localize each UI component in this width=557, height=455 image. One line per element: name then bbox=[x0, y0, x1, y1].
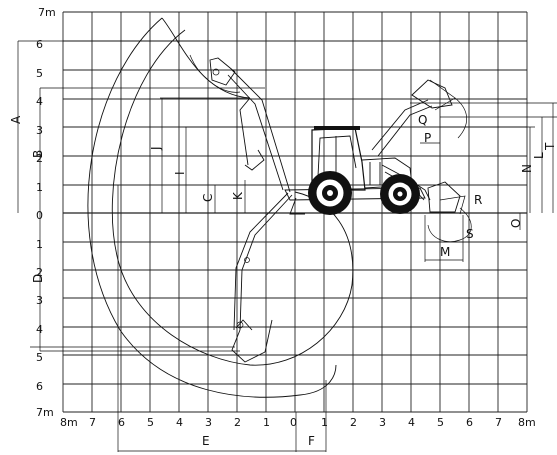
dimension-label-s: S bbox=[466, 227, 474, 241]
dimension-label-q: Q bbox=[418, 113, 427, 127]
y-axis-bottom-label: 7m bbox=[36, 406, 54, 419]
x-axis-labels: 8m 7 6 5 4 3 2 1 0 1 2 3 4 5 6 7 8m bbox=[60, 416, 536, 429]
x-tick-label: 3 bbox=[205, 416, 212, 429]
dimension-label-p: M bbox=[440, 245, 450, 259]
y-tick-label: 6 bbox=[36, 380, 43, 393]
dimension-label-j: J bbox=[149, 146, 163, 151]
y-axis-labels: 7m 6 5 4 3 2 1 0 1 2 3 4 5 6 7m bbox=[36, 6, 56, 419]
x-axis-left-label: 8m bbox=[60, 416, 78, 429]
dimension-label-m: N bbox=[520, 164, 534, 173]
y-tick-label: 1 bbox=[36, 238, 43, 251]
grid bbox=[62, 11, 528, 413]
x-axis-right-label: 8m bbox=[518, 416, 536, 429]
y-tick-label: 2 bbox=[36, 152, 43, 165]
dimension-label-n: O bbox=[509, 219, 523, 228]
dimension-label-e: E bbox=[202, 434, 210, 448]
x-tick-label: 5 bbox=[147, 416, 154, 429]
y-tick-label: 4 bbox=[36, 323, 43, 336]
x-tick-label: 1 bbox=[263, 416, 270, 429]
x-tick-label: 7 bbox=[89, 416, 96, 429]
loader-arm bbox=[371, 79, 472, 242]
dimension-lines: A B D J I C K E F N L T bbox=[9, 41, 557, 452]
dimension-label-f: F bbox=[308, 434, 315, 448]
x-tick-label: 7 bbox=[495, 416, 502, 429]
tractor bbox=[284, 126, 426, 215]
backhoe-arm-raised bbox=[209, 57, 291, 193]
dimension-label-k: K bbox=[231, 191, 245, 200]
y-tick-label: 2 bbox=[36, 266, 43, 279]
x-tick-label: 2 bbox=[350, 416, 357, 429]
y-tick-label: 3 bbox=[36, 124, 43, 137]
dimension-label-r: R bbox=[474, 193, 482, 207]
dimension-label-l: L bbox=[532, 152, 546, 159]
x-tick-label: 6 bbox=[118, 416, 125, 429]
y-tick-label: 3 bbox=[36, 294, 43, 307]
dimension-label-a: A bbox=[9, 115, 23, 124]
dimension-label-o: P bbox=[424, 131, 431, 145]
y-tick-label: 5 bbox=[36, 351, 43, 364]
dimension-label-d: D bbox=[31, 274, 45, 283]
y-tick-label: 4 bbox=[36, 95, 43, 108]
x-tick-label: 4 bbox=[176, 416, 183, 429]
x-tick-label: 3 bbox=[379, 416, 386, 429]
y-tick-label: 5 bbox=[36, 67, 43, 80]
rear-wheel bbox=[308, 171, 352, 215]
y-tick-label: 1 bbox=[36, 181, 43, 194]
y-axis-top-label: 7m bbox=[38, 6, 56, 19]
dimension-label-b: B bbox=[31, 150, 45, 158]
dimension-label-i: I bbox=[173, 171, 187, 175]
dimension-label-t: T bbox=[543, 142, 557, 151]
x-tick-label: 5 bbox=[437, 416, 444, 429]
x-tick-label: 4 bbox=[408, 416, 415, 429]
x-tick-label: 6 bbox=[466, 416, 473, 429]
backhoe-reach-envelopes bbox=[18, 17, 354, 398]
front-wheel bbox=[380, 174, 420, 214]
backhoe-arm-lowered bbox=[231, 192, 293, 363]
y-tick-label: 0 bbox=[36, 209, 43, 222]
x-tick-label: 0 bbox=[290, 416, 297, 429]
dimension-label-c: C bbox=[201, 194, 215, 202]
x-tick-label: 1 bbox=[321, 416, 328, 429]
x-tick-label: 2 bbox=[234, 416, 241, 429]
y-tick-label: 6 bbox=[36, 38, 43, 51]
